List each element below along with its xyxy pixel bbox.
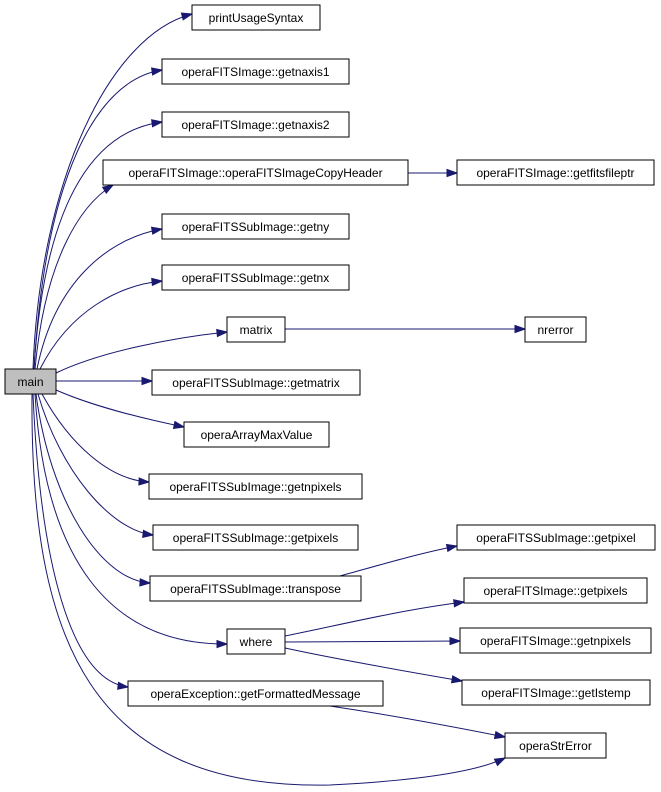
arrowhead — [151, 119, 164, 128]
node-sub-transpose-label: operaFITSSubImage::transpose — [170, 582, 341, 596]
edge-copyheader-to-getfitsfileptr — [408, 168, 459, 178]
node-getnaxis1-label: operaFITSImage::getnaxis1 — [181, 65, 329, 79]
arrowhead — [453, 599, 466, 608]
node-operastrerror-label: operaStrError — [519, 739, 592, 753]
edge-where-to-img-getpixels — [284, 599, 466, 637]
arrowhead — [142, 529, 155, 538]
node-main[interactable]: main — [4, 368, 57, 395]
edge-main-to-sub-getmatrix — [56, 376, 154, 386]
node-copyheader-label: operaFITSImage::operaFITSImageCopyHeader — [128, 166, 382, 180]
node-matrix[interactable]: matrix — [226, 316, 286, 343]
arrowhead — [141, 376, 154, 386]
edge-main-to-sub-getnx — [39, 277, 164, 370]
edge-where-to-img-getistemp — [284, 647, 464, 684]
node-sub-transpose[interactable]: operaFITSSubImage::transpose — [149, 575, 362, 602]
node-getnaxis1[interactable]: operaFITSImage::getnaxis1 — [161, 58, 350, 85]
node-sub-getpixel-label: operaFITSSubImage::getpixel — [476, 531, 635, 545]
edge-main-to-copyheader — [34, 184, 115, 370]
edge-main-to-sub-getpixels — [37, 393, 155, 538]
edge-transpose-to-sub-getpixel — [339, 543, 459, 577]
arrowhead — [514, 324, 527, 334]
node-sub-getnpixels-label: operaFITSSubImage::getnpixels — [169, 480, 341, 494]
arrowhead — [216, 639, 229, 649]
node-copyheader[interactable]: operaFITSImage::operaFITSImageCopyHeader — [102, 159, 409, 186]
arrowhead — [101, 184, 115, 195]
arrowhead — [150, 226, 164, 235]
node-formattedmessage[interactable]: operaException::getFormattedMessage — [127, 680, 384, 707]
edge-main-to-sub-transpose — [35, 393, 152, 587]
arrowhead — [180, 12, 194, 21]
edge-where-to-img-getnpixels — [284, 636, 462, 646]
edge-main-to-sub-getnpixels — [41, 393, 151, 486]
node-img-getistemp[interactable]: operaFITSImage::getIstemp — [461, 679, 651, 706]
arrowhead — [493, 730, 507, 740]
arrowhead — [151, 277, 164, 287]
node-arraymaxvalue[interactable]: operaArrayMaxValue — [183, 421, 330, 448]
edge-main-to-where — [34, 393, 229, 649]
edge-formattedmessage-to-operastrerror — [329, 705, 507, 740]
edge-main-to-arraymaxvalue — [55, 389, 186, 430]
node-img-getpixels[interactable]: operaFITSImage::getpixels — [463, 577, 648, 604]
node-img-getnpixels[interactable]: operaFITSImage::getnpixels — [459, 627, 652, 654]
edge-main-to-operastrerror — [31, 393, 507, 786]
node-sub-getmatrix-label: operaFITSSubImage::getmatrix — [172, 376, 339, 390]
node-sub-getnx[interactable]: operaFITSSubImage::getnx — [161, 264, 350, 291]
node-sub-getpixels[interactable]: operaFITSSubImage::getpixels — [152, 524, 359, 551]
arrowhead — [172, 420, 186, 430]
edge-main-to-printusagesyntax — [32, 12, 194, 370]
node-printusagesyntax-label: printUsageSyntax — [209, 11, 304, 25]
arrowhead — [493, 757, 507, 767]
node-where-label: where — [239, 635, 273, 649]
node-getfitsfileptr-label: operaFITSImage::getfitsfileptr — [476, 166, 634, 180]
arrowhead — [138, 477, 151, 486]
node-nrerror[interactable]: nrerror — [524, 316, 587, 343]
edge-main-to-getnaxis2 — [33, 119, 164, 370]
edge-main-to-matrix — [55, 328, 229, 374]
node-img-getpixels-label: operaFITSImage::getpixels — [483, 584, 627, 598]
node-printusagesyntax[interactable]: printUsageSyntax — [191, 4, 321, 31]
arrowhead — [450, 675, 464, 684]
node-getnaxis2-label: operaFITSImage::getnaxis2 — [181, 118, 329, 132]
node-sub-getmatrix[interactable]: operaFITSSubImage::getmatrix — [151, 369, 361, 396]
arrowhead — [446, 168, 459, 178]
node-sub-getny-label: operaFITSSubImage::getny — [182, 220, 329, 234]
node-matrix-label: matrix — [240, 323, 273, 337]
arrowhead — [449, 636, 462, 646]
arrowhead — [139, 578, 152, 587]
call-edges — [31, 12, 527, 786]
arrowhead — [216, 328, 229, 338]
node-img-getistemp-label: operaFITSImage::getIstemp — [481, 686, 631, 700]
edge-main-to-sub-getny — [36, 226, 164, 370]
node-arraymaxvalue-label: operaArrayMaxValue — [201, 428, 313, 442]
arrowhead — [445, 543, 459, 553]
node-sub-getnx-label: operaFITSSubImage::getnx — [182, 271, 329, 285]
node-sub-getnpixels[interactable]: operaFITSSubImage::getnpixels — [148, 473, 363, 500]
node-operastrerror[interactable]: operaStrError — [504, 732, 607, 759]
arrowhead — [117, 681, 130, 690]
node-img-getnpixels-label: operaFITSImage::getnpixels — [480, 634, 631, 648]
arrowhead — [150, 67, 164, 76]
node-sub-getny[interactable]: operaFITSSubImage::getny — [161, 213, 350, 240]
node-formattedmessage-label: operaException::getFormattedMessage — [150, 687, 360, 701]
node-getnaxis2[interactable]: operaFITSImage::getnaxis2 — [161, 111, 350, 138]
node-sub-getpixels-label: operaFITSSubImage::getpixels — [173, 531, 338, 545]
edge-main-to-getnaxis1 — [33, 67, 164, 370]
node-sub-getpixel[interactable]: operaFITSSubImage::getpixel — [456, 524, 656, 551]
edge-matrix-to-nrerror — [285, 324, 527, 334]
node-main-label: main — [17, 375, 43, 389]
call-nodes: main printUsageSyntax operaFITSImage::ge… — [4, 4, 656, 759]
node-nrerror-label: nrerror — [537, 323, 573, 337]
node-where[interactable]: where — [226, 628, 286, 655]
edge-main-to-formattedmessage — [32, 393, 130, 690]
node-getfitsfileptr[interactable]: operaFITSImage::getfitsfileptr — [456, 159, 655, 186]
